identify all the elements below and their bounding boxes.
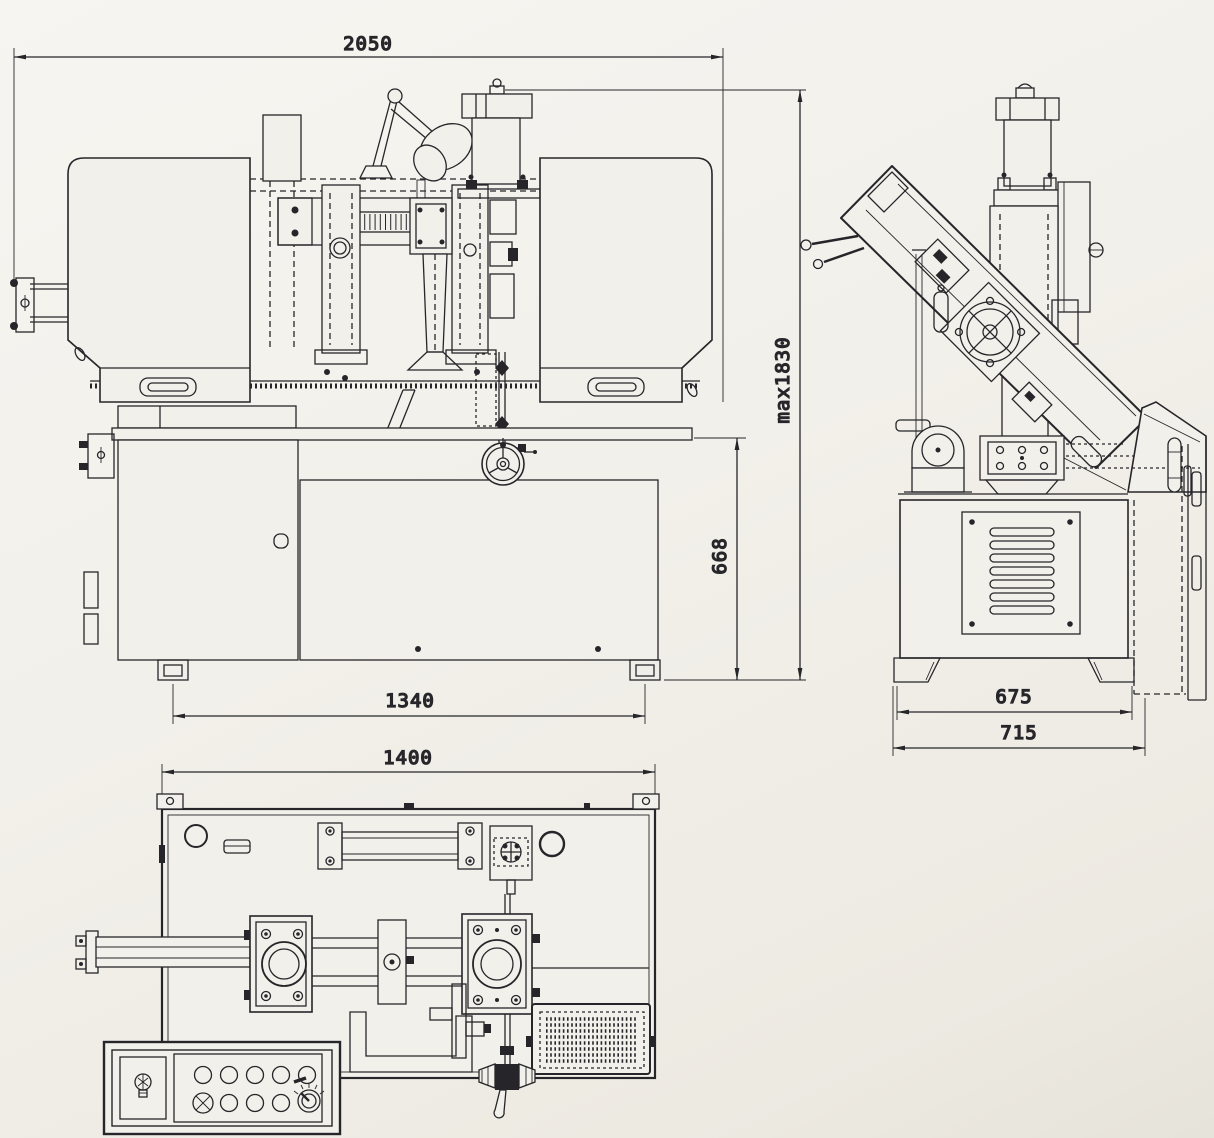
dim-label-1400: 1400 [383, 747, 433, 769]
roller-assembly [317, 822, 483, 870]
work-lamp [358, 88, 473, 182]
hydraulic-cylinder [457, 78, 541, 199]
right-base-box [299, 479, 659, 661]
side-bracket [87, 433, 115, 479]
side-cylinder [993, 83, 1061, 207]
front-feet [157, 659, 661, 681]
tilted-saw-frame [800, 165, 1148, 469]
column-post [262, 114, 302, 350]
vise-mount [979, 435, 1164, 495]
dim-side-foot-span: 675 [896, 685, 1133, 720]
dimensions: 2050 max1830 668 1340 1400 [13, 32, 1146, 794]
chip-chute [1127, 401, 1207, 493]
right-wheel-cover [539, 157, 713, 403]
dim-table-height: 668 [694, 437, 746, 680]
dim-label-2050: 2050 [343, 33, 393, 55]
wheel-flange [939, 281, 1041, 383]
side-view [800, 83, 1207, 701]
dim-plan-width: 1400 [161, 746, 656, 794]
cabinet-door-hole [273, 533, 289, 549]
left-base-cabinet [117, 439, 299, 661]
right-cover-latch [686, 382, 698, 398]
tapered-column [406, 253, 464, 371]
left-wheel-cover [67, 157, 251, 403]
left-cover-handle [139, 377, 197, 397]
louver-panel [961, 511, 1081, 635]
plan-view [75, 793, 660, 1136]
left-cover-latch [74, 346, 86, 362]
blade-guide [1011, 381, 1053, 423]
drain-grate [526, 1003, 656, 1075]
handwheel-icon [481, 438, 537, 486]
lamp-button-icon[interactable] [134, 1073, 152, 1098]
motor-housing [904, 425, 972, 493]
vise-assembly [75, 913, 540, 1015]
right-guide-tower [445, 184, 518, 375]
side-cabinet [898, 493, 1129, 659]
panel-buttons[interactable] [192, 1065, 317, 1114]
control-panel [102, 1040, 342, 1136]
dim-label-675: 675 [995, 686, 1032, 708]
dim-label-max1830: max1830 [772, 336, 794, 423]
side-handwheel [1167, 437, 1192, 497]
side-feet [893, 657, 1135, 683]
dim-side-depth: 715 [892, 686, 1146, 756]
dim-max-height: max1830 [505, 89, 806, 681]
dim-foot-span: 1340 [172, 684, 646, 724]
dim-label-668: 668 [709, 537, 731, 574]
front-view [10, 78, 713, 681]
dim-front-width: 2050 [13, 32, 724, 402]
dim-label-1340: 1340 [385, 690, 435, 712]
machine-bed [79, 405, 693, 661]
clamp-bracket [478, 1063, 536, 1119]
right-cover-handle [587, 377, 645, 397]
tension-block [914, 238, 970, 294]
dial-knob[interactable] [293, 1076, 325, 1113]
left-guide-tower [314, 184, 368, 381]
u-channel [349, 983, 491, 1073]
dim-label-715: 715 [1000, 722, 1037, 744]
bracket-lever [493, 1089, 507, 1119]
